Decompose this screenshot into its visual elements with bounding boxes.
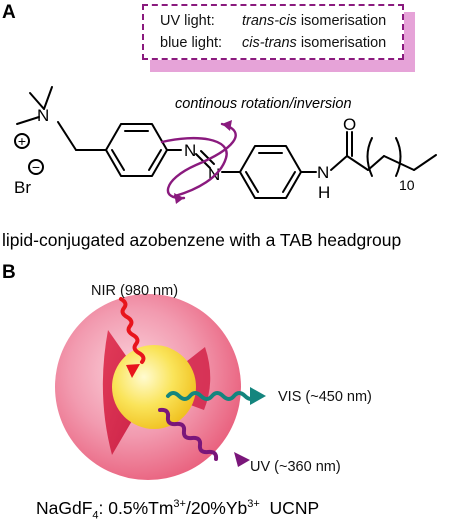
chain-bond-4 — [413, 154, 437, 171]
vis-label: VIS (~450 nm) — [278, 389, 372, 405]
rotation-arrows — [160, 120, 237, 204]
rotation-arrowhead-1 — [174, 193, 184, 204]
legend-uv-value: trans-cis — [242, 13, 297, 29]
azobenzene-structure — [14, 86, 437, 199]
rotation-label: continous rotation/inversion — [175, 96, 352, 112]
ring2-double-2 — [282, 171, 296, 193]
nir-label: NIR (980 nm) — [91, 283, 178, 299]
panel-b-caption: NaGdF4: 0.5%Tm3+/20%Yb3+ UCNP — [36, 498, 319, 522]
carbonyl-o-label: O — [343, 115, 356, 134]
rotation-arc-lower — [160, 136, 228, 198]
chain-count-label: 10 — [399, 177, 415, 193]
ucnp-core — [112, 345, 196, 429]
legend-blue-suffix: isomerisation — [296, 35, 387, 51]
chain-bond-2 — [367, 155, 385, 171]
repeat-paren-right — [395, 137, 402, 177]
legend-box: UV light: trans-cis isomerisation blue li… — [142, 4, 404, 60]
panel-b-letter: B — [2, 262, 16, 283]
ucnp-particle — [55, 294, 241, 480]
caption-yb-charge: 3+ — [247, 498, 260, 511]
rotation-arc-upper — [166, 122, 237, 200]
bromide-label: Br — [14, 178, 31, 197]
amide-h-label: H — [318, 183, 330, 202]
chain-bond-1 — [346, 155, 369, 171]
methyl-bond-3 — [16, 116, 40, 125]
structure-labels: N + − Br N N N H O 10 continous rotation… — [14, 96, 415, 202]
minus-charge-circle — [28, 159, 44, 175]
panel-a-letter: A — [2, 2, 16, 23]
plus-sign: + — [18, 133, 26, 149]
azo-n1-label: N — [184, 141, 196, 160]
caption-tm: : 0.5%Tm — [98, 498, 174, 518]
caption-subscript: 4 — [92, 509, 99, 522]
azo-double — [200, 150, 215, 165]
vis-arrow — [166, 387, 266, 405]
amide-n-label: N — [317, 163, 329, 182]
legend-line-blue: blue light: cis-trans isomerisation — [160, 35, 386, 51]
methyl-bond-1 — [29, 92, 45, 110]
uv-arrow — [158, 407, 250, 467]
ring1-double-3 — [111, 149, 125, 171]
uv-label: UV (~360 nm) — [250, 459, 341, 475]
rotation-arrowhead-2 — [222, 120, 232, 131]
ring1-double-2 — [148, 149, 162, 171]
legend-blue-label: blue light: — [160, 35, 223, 51]
nir-arrow — [119, 297, 146, 378]
legend-line-uv: UV light: trans-cis isomerisation — [160, 13, 386, 29]
caption-tm-charge: 3+ — [173, 498, 186, 511]
caption-yb: /20%Yb — [185, 498, 248, 518]
ammonium-n-label: N — [37, 106, 49, 125]
panel-a-caption: lipid-conjugated azobenzene with a TAB h… — [2, 230, 402, 250]
plus-charge-circle — [14, 133, 30, 149]
repeat-paren-left — [366, 137, 373, 177]
methyl-bond-2 — [43, 86, 53, 110]
legend-uv-label: UV light: — [160, 13, 215, 29]
minus-sign: − — [32, 159, 40, 175]
panel-b-labels: NIR (980 nm) VIS (~450 nm) UV (~360 nm) — [91, 283, 372, 475]
legend-blue-value: cis-trans — [242, 35, 297, 51]
caption-ucnp: UCNP — [259, 498, 320, 518]
caption-formula: NaGdF — [36, 498, 93, 518]
n-ch2-bond — [57, 121, 77, 151]
ring2-double-3 — [245, 171, 259, 193]
legend-uv-suffix: isomerisation — [296, 13, 387, 29]
nh-carbonyl-bond — [330, 155, 348, 171]
